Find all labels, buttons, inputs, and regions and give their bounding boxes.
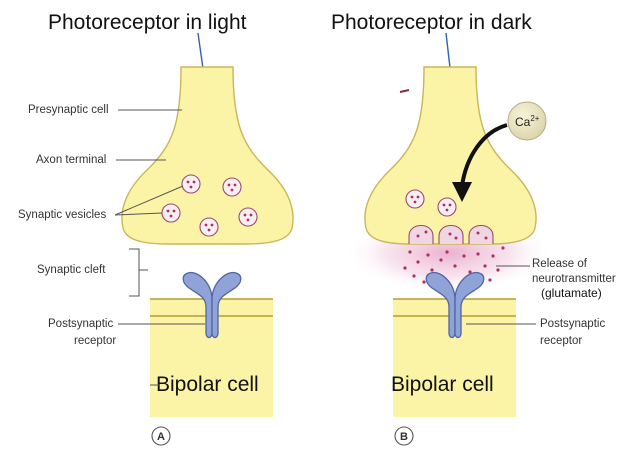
presynaptic-terminal-left [121,66,294,245]
label-release-2: neurotransmitter [532,273,616,285]
panel-a-circle [151,426,171,446]
panel-a: Photoreceptor in light [18,11,294,446]
panel-b-circle [394,426,414,446]
title-photoreceptor-light: Photoreceptor in light [48,11,247,34]
label-postsynaptic-left-2: receptor [74,335,116,347]
panel-b: Photoreceptor in dark [331,11,616,446]
title-photoreceptor-dark: Photoreceptor in dark [331,11,532,34]
vesicle [161,203,181,223]
postsynaptic-receptor-left [182,271,242,339]
label-axon-terminal: Axon terminal [36,154,106,166]
fusing-vesicles [408,224,494,244]
presynaptic-terminal-right [364,66,537,245]
vesicle [238,207,258,227]
panel-a-marker: A [157,431,165,443]
vesicle [199,217,219,237]
synaptic-vesicles-right [405,189,457,217]
label-glutamate: (glutamate) [541,286,602,300]
postsynaptic-receptor-right [425,271,485,339]
label-postsynaptic-right-2: receptor [540,335,582,347]
label-presynaptic-cell: Presynaptic cell [28,104,109,116]
label-release-1: Release of [532,258,588,270]
neurotransmitter-particles [403,230,505,284]
synaptic-vesicles-left [161,174,258,237]
label-postsynaptic-right-1: Postsynaptic [540,318,605,330]
calcium-ion-label: Ca2+ [515,114,540,129]
panel-b-marker: B [400,431,408,443]
label-bipolar-cell-right: Bipolar cell [391,373,494,396]
calcium-influx-arrow [460,123,508,187]
vesicle [181,174,201,194]
calcium-arrowhead [452,182,472,202]
label-postsynaptic-left-1: Postsynaptic [48,318,113,330]
cleft-bracket [129,248,148,297]
vesicle [222,177,242,197]
label-synaptic-vesicles: Synaptic vesicles [18,209,106,221]
vesicle [437,197,457,217]
calcium-ion [507,101,547,141]
label-synaptic-cleft: Synaptic cleft [37,264,106,276]
label-bipolar-cell-left: Bipolar cell [156,373,259,396]
vesicle [405,189,425,209]
